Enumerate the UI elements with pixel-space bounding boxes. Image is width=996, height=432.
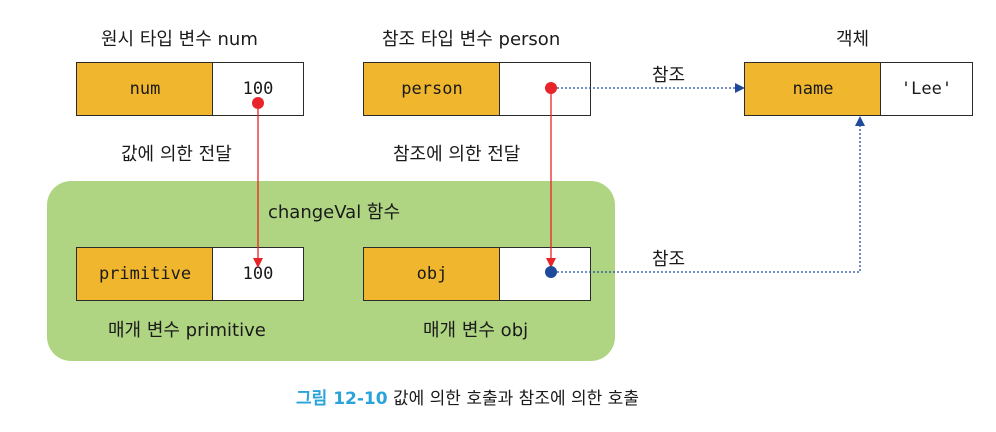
obj-value-cell (499, 247, 591, 301)
obj-reference-arrowhead (855, 116, 865, 126)
obj-key-cell: obj (363, 247, 501, 301)
param-primitive-label: 매개 변수 primitive (108, 320, 266, 341)
person-value-cell (499, 62, 591, 116)
value-copy-arrowhead (253, 258, 263, 268)
object-name-key-cell: name (744, 62, 882, 116)
reference-bottom-label: 참조 (652, 249, 686, 270)
param-obj-label: 매개 변수 obj (423, 320, 529, 341)
figure-caption-text: 값에 의한 호출과 참조에 의한 호출 (392, 389, 639, 409)
primitive-variable-title: 원시 타입 변수 num (101, 29, 258, 50)
primitive-key-cell: primitive (76, 247, 214, 301)
num-key-cell: num (76, 62, 214, 116)
obj-reference-line (557, 126, 861, 273)
function-name-label: changeVal 함수 (268, 202, 401, 223)
obj-blue-dot (545, 266, 557, 278)
pass-by-value-label: 값에 의한 전달 (121, 144, 232, 165)
reference-copy-arrowhead (546, 258, 556, 268)
object-name-value-cell: 'Lee' (880, 62, 973, 116)
person-red-dot (545, 82, 557, 94)
object-title: 객체 (836, 29, 870, 50)
reference-variable-title: 참조 타입 변수 person (382, 29, 561, 50)
person-reference-arrowhead (735, 83, 745, 93)
figure-number: 그림 12-10 (296, 389, 388, 409)
figure-caption: 그림 12-10 값에 의한 호출과 참조에 의한 호출 (296, 384, 639, 409)
reference-top-label: 참조 (652, 65, 686, 86)
pass-by-reference-label: 참조에 의한 전달 (393, 144, 521, 165)
person-key-cell: person (363, 62, 501, 116)
num-red-dot (252, 97, 264, 109)
